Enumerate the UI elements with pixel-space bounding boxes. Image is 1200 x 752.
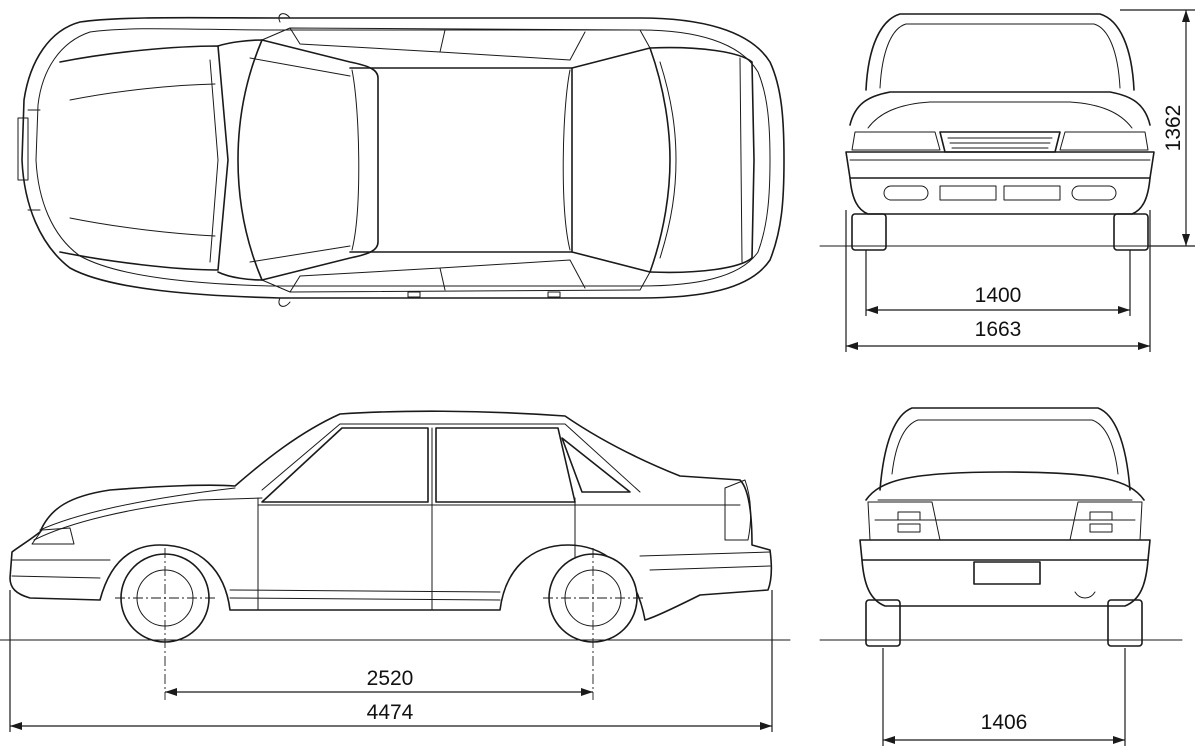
front-view — [819, 13, 1183, 251]
front-track-label: 1400 — [975, 284, 1022, 307]
dimension-overall-width: 1663 — [845, 210, 1151, 352]
overall-height-label: 1362 — [1162, 105, 1185, 152]
top-view — [17, 13, 785, 307]
overall-width-label: 1663 — [975, 318, 1022, 341]
dimension-overall-height: 1362 — [1120, 9, 1195, 247]
dimension-overall-length: 4474 — [9, 590, 773, 732]
side-view — [0, 410, 791, 700]
dimension-rear-track: 1406 — [882, 648, 1126, 746]
wheelbase-label: 2520 — [367, 667, 414, 690]
rear-track-label: 1406 — [981, 711, 1028, 734]
dimension-front-track: 1400 — [865, 250, 1131, 316]
dimension-wheelbase: 2520 — [165, 667, 593, 696]
rear-view — [819, 407, 1183, 647]
overall-length-label: 4474 — [367, 701, 414, 724]
